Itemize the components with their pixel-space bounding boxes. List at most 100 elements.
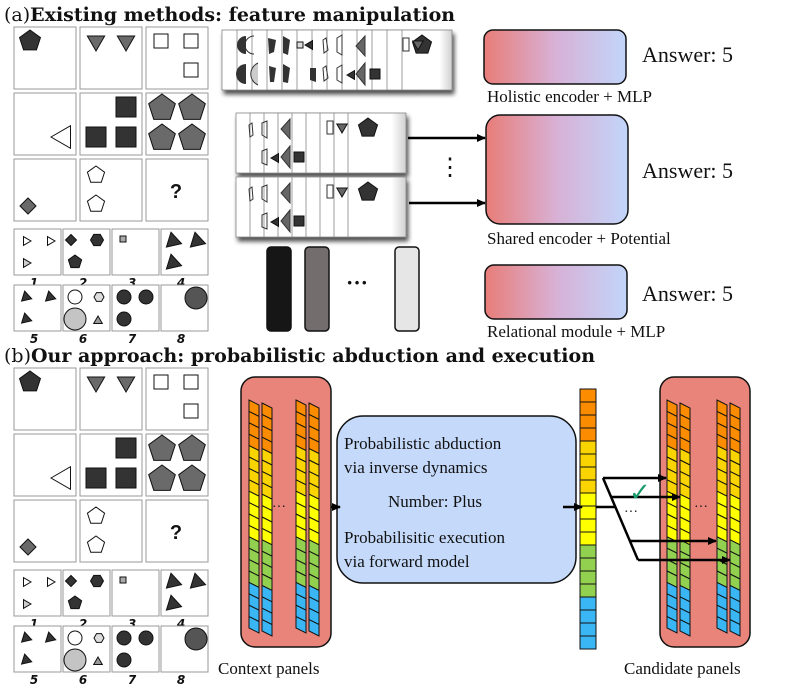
answer-number: 7 xyxy=(128,332,137,346)
abduction-line1: Probabilistic abduction xyxy=(344,434,502,453)
quad-shape xyxy=(248,122,254,138)
distribution-cell xyxy=(579,505,597,520)
triangle-shape xyxy=(86,376,106,393)
section-b-heading: (b)Our approach: probabilistic abduction… xyxy=(4,345,595,367)
square-shape xyxy=(119,235,127,243)
square-shape xyxy=(183,403,199,419)
context-panels-caption: Context panels xyxy=(218,659,320,678)
pentagon-shape xyxy=(86,194,106,212)
triangle-shape xyxy=(92,655,104,665)
answer-number: 1 xyxy=(30,617,38,631)
circle-shape xyxy=(67,630,83,646)
stacked-panel xyxy=(347,112,407,174)
square-shape xyxy=(183,62,199,78)
triangle-shape xyxy=(50,465,71,491)
quad-shape xyxy=(248,186,254,202)
circle-shape xyxy=(138,630,154,646)
triangle-shape xyxy=(269,216,279,228)
triangle-shape xyxy=(47,235,57,247)
stacked-panel-shapes xyxy=(248,117,379,170)
candidate-ellipsis: ··· xyxy=(694,500,708,515)
answer-panel xyxy=(13,284,62,332)
distribution-cell xyxy=(579,518,597,533)
triangle-shape xyxy=(165,231,183,248)
relational-module-box xyxy=(484,264,628,320)
stacked-panel-shapes xyxy=(236,34,433,87)
probability-cell xyxy=(308,618,320,637)
question-mark: ? xyxy=(170,181,182,203)
diamond-shape xyxy=(64,233,78,247)
encoders xyxy=(408,29,629,320)
pentagon-shape xyxy=(148,123,176,150)
triangle-shape xyxy=(280,117,291,141)
answer-number: 3 xyxy=(128,617,136,631)
answer-number: 7 xyxy=(128,673,137,687)
answer-panel xyxy=(111,228,160,276)
pentagon-shape xyxy=(148,434,176,461)
pentagon-shape xyxy=(67,254,83,269)
triangle-shape xyxy=(47,576,56,588)
quad-shape xyxy=(322,65,329,82)
answer-panel xyxy=(13,228,62,276)
context-distribution-column xyxy=(261,402,273,637)
context-panel xyxy=(13,92,77,156)
candidate-distribution-column xyxy=(716,399,728,634)
feature-bar-dark xyxy=(266,246,292,332)
answer-panel xyxy=(111,569,160,617)
section-a-title: Existing methods: feature manipulation xyxy=(30,4,456,26)
context-panel xyxy=(13,499,77,563)
pentagon-shape xyxy=(357,117,379,137)
triangle-shape xyxy=(44,631,57,643)
panel-stacks xyxy=(221,29,453,238)
pentagon-shape xyxy=(18,370,42,392)
circle-shape xyxy=(116,652,132,668)
triangle-shape xyxy=(116,376,136,394)
triangle-shape xyxy=(355,61,366,87)
answer-number: 2 xyxy=(79,617,87,631)
pentagon-shape xyxy=(86,165,106,183)
holistic-encoder-box xyxy=(483,29,627,85)
quad-shape xyxy=(283,36,290,55)
pentagon-shape xyxy=(357,181,379,201)
square-shape xyxy=(115,437,137,459)
candidate-distribution-column xyxy=(729,402,741,637)
square-shape xyxy=(293,151,305,163)
half-circle-shape xyxy=(236,64,246,84)
context-panel xyxy=(145,499,209,563)
section-a-tag: (a) xyxy=(4,4,31,26)
square-shape xyxy=(85,467,107,489)
triangle-shape xyxy=(20,290,33,302)
distribution-cell xyxy=(579,453,597,468)
distribution-cell xyxy=(579,635,597,650)
feature-bar-light xyxy=(394,246,420,332)
pentagon-shape xyxy=(178,123,206,150)
quad-shape xyxy=(310,68,316,82)
distribution-cell xyxy=(579,466,597,481)
distribution-cell xyxy=(579,544,597,559)
circle-shape xyxy=(116,630,132,646)
circle-shape xyxy=(63,307,87,331)
context-distribution-column xyxy=(308,402,320,637)
triangle-shape xyxy=(20,653,33,665)
square-shape xyxy=(85,126,107,148)
triangle-shape xyxy=(23,257,32,269)
answer-number: 4 xyxy=(176,617,185,631)
stacked-panel-shapes xyxy=(248,181,379,234)
distribution-cell xyxy=(579,401,597,416)
triangle-shape xyxy=(23,576,32,588)
distribution-cell xyxy=(579,622,597,637)
circle-shape xyxy=(116,289,132,305)
triangle-shape xyxy=(44,290,57,302)
triangle-shape xyxy=(189,572,207,589)
abduction-line2: via inverse dynamics xyxy=(344,458,488,477)
context-panel xyxy=(145,158,209,222)
square-shape xyxy=(183,374,199,390)
diamond-shape xyxy=(19,538,37,556)
pentagon-shape xyxy=(148,464,176,491)
triangle-shape xyxy=(86,35,106,52)
triangle-shape xyxy=(189,231,207,248)
caption-holistic: Holistic encoder + MLP xyxy=(487,87,652,106)
quad-shape xyxy=(268,38,276,54)
